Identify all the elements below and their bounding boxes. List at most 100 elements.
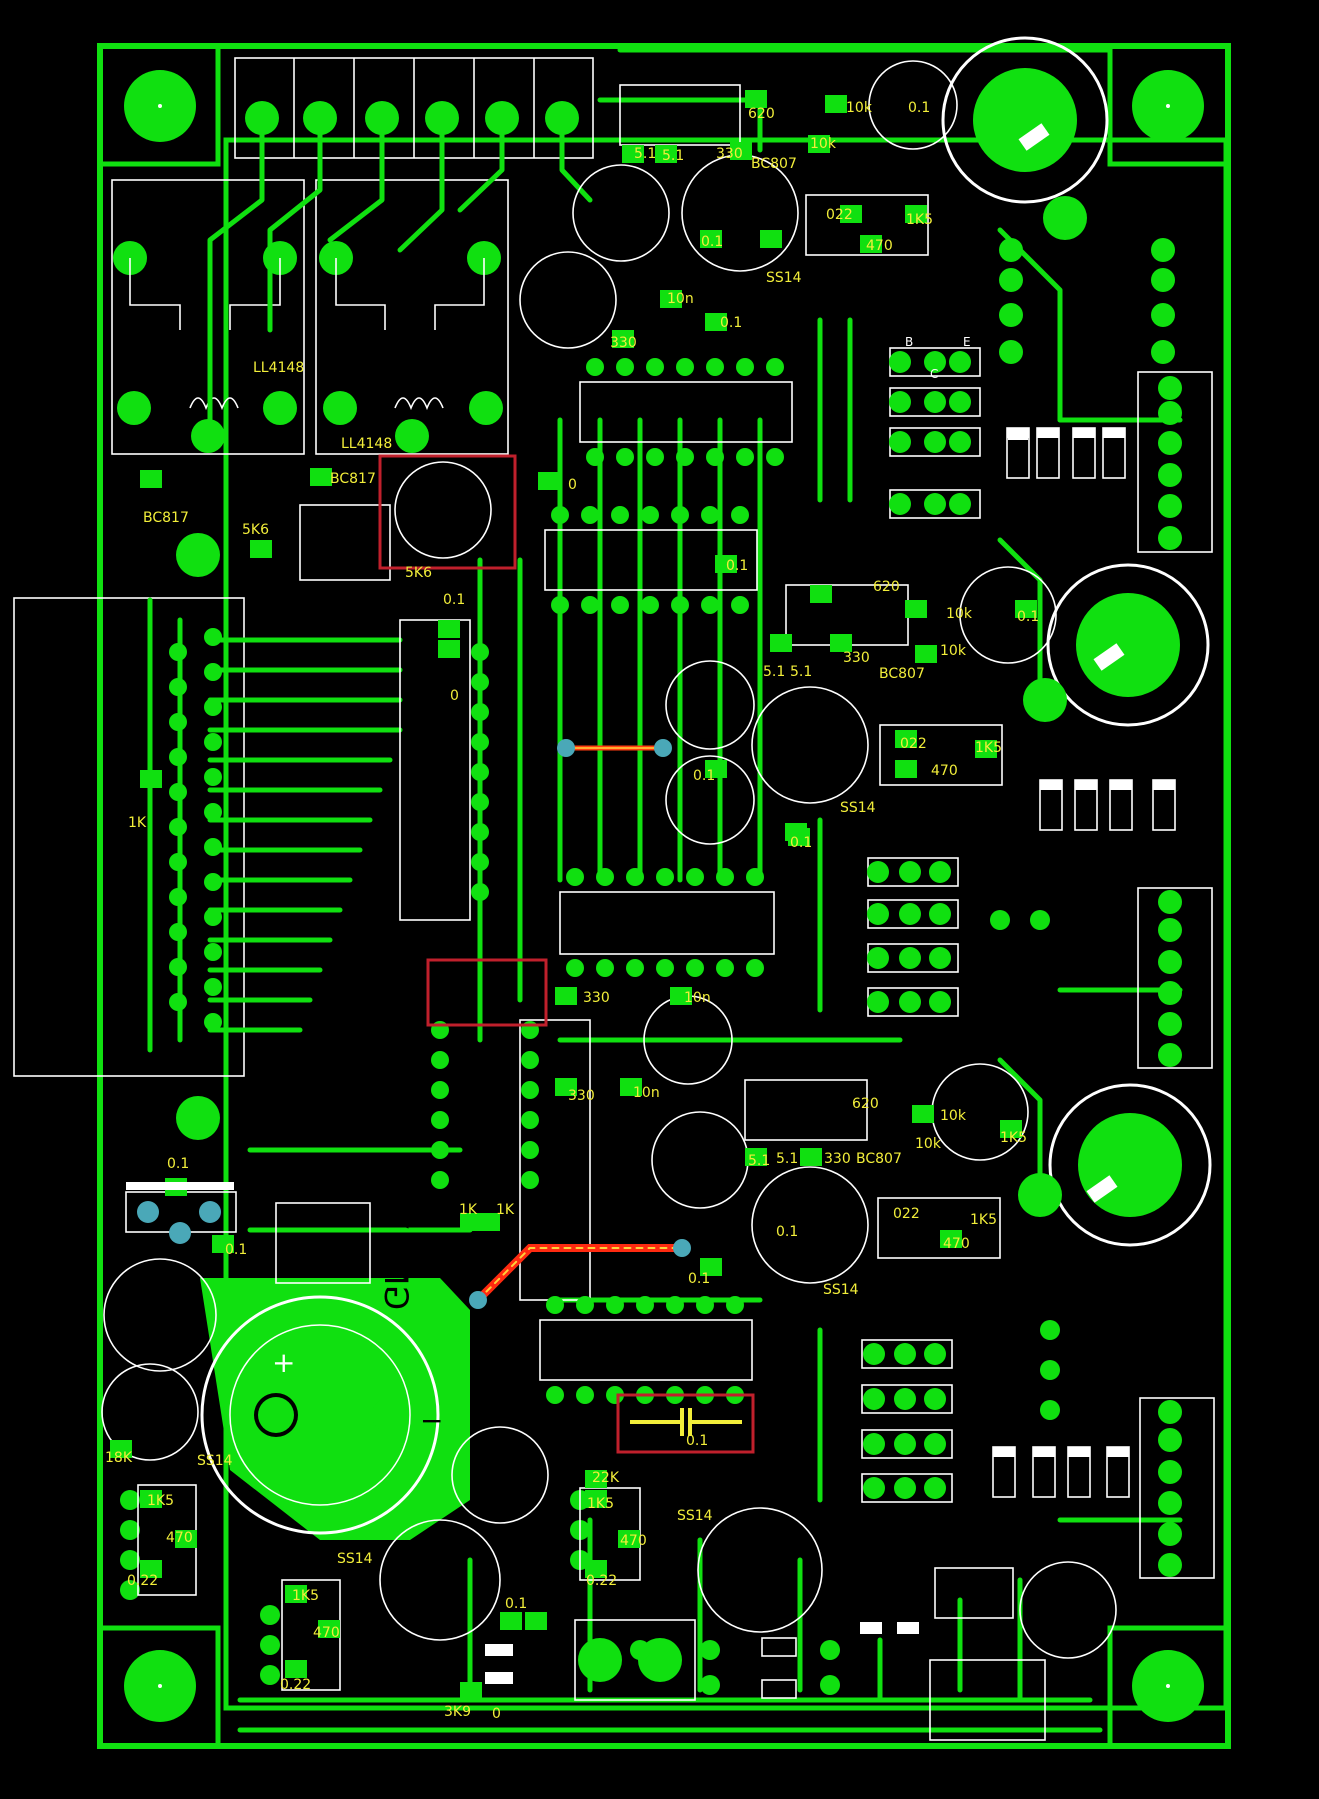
- label-c022-bl: 0.22: [127, 1573, 158, 1589]
- label-r51-mid-a: 5.1: [763, 664, 785, 680]
- label-r470-low: 470: [943, 1236, 970, 1252]
- label-c01-low-b: 0.1: [688, 1271, 710, 1287]
- label-d-ss14-bl: SS14: [197, 1453, 233, 1469]
- label-r620-low: 620: [852, 1096, 879, 1112]
- label-c01-top-c: 0.1: [720, 315, 742, 331]
- label-r620-top: 620: [748, 106, 775, 122]
- highlighted-capacitor: [630, 1408, 742, 1436]
- edge-connector-outline: [13, 597, 245, 1077]
- label-r470-bc: 470: [313, 1625, 340, 1641]
- label-r0-b: 0: [450, 688, 459, 704]
- label-c01-mid-d: 0.1: [693, 768, 715, 784]
- svg-text:−: −: [420, 1404, 443, 1437]
- label-r0-bottom: 0: [492, 1706, 501, 1722]
- pin-label-c: C: [930, 367, 938, 381]
- label-c01-bottom-b: 0.1: [505, 1596, 527, 1612]
- label-q-bc807-mid: BC807: [879, 666, 925, 682]
- label-c01-mid-c: 0.1: [1017, 609, 1039, 625]
- label-r620-mid: 620: [873, 579, 900, 595]
- label-c01-left-a: 0.1: [167, 1156, 189, 1172]
- label-r5k6-a: 5K6: [242, 522, 269, 538]
- label-c022-top: 022: [826, 207, 853, 223]
- highlight-boxes: [378, 454, 755, 1454]
- label-r1k5-mid: 1K5: [975, 740, 1002, 756]
- label-d-ss14-low: SS14: [823, 1282, 859, 1298]
- label-r1k-low-b: 1K: [496, 1202, 515, 1218]
- label-r1k-left: 1K: [128, 815, 147, 831]
- label-c10n-top: 10n: [667, 291, 694, 307]
- pin-label-e: E: [963, 335, 971, 349]
- highlight-traces: [137, 739, 691, 1309]
- label-c10n-low-b: 10n: [633, 1085, 660, 1101]
- label-c022-bc: 0.22: [280, 1677, 311, 1693]
- label-r1k5-br: 1K5: [587, 1496, 614, 1512]
- label-r330-low-c: 330: [824, 1151, 851, 1167]
- label-r51-top-a: 5.1: [634, 146, 656, 162]
- label-r1k5-bc: 1K5: [292, 1588, 319, 1604]
- label-r51-low-a: 5.1: [748, 1153, 770, 1169]
- misc-pads: [120, 196, 1175, 1695]
- label-c01-top-a: 0.1: [908, 100, 930, 116]
- label-d-ss14-br: SS14: [677, 1508, 713, 1524]
- svg-text:+: +: [272, 1346, 295, 1379]
- label-r470-bl: 470: [166, 1530, 193, 1546]
- label-q-bc807-top: BC807: [751, 156, 797, 172]
- label-r330-top-b: 330: [610, 335, 637, 351]
- mounting-holes: [97, 43, 1231, 1749]
- label-c01-left-b: 0.1: [225, 1242, 247, 1258]
- label-r5k6-b: 5K6: [405, 565, 432, 581]
- board-outline: [97, 43, 1231, 1749]
- label-q-bc817-a: BC817: [330, 471, 376, 487]
- label-r330-mid: 330: [843, 650, 870, 666]
- label-c01-mid-b: 0.1: [443, 592, 465, 608]
- label-q-bc807-low: BC807: [856, 1151, 902, 1167]
- label-r10k-mid-b: 10k: [940, 643, 967, 659]
- label-c10n-low-a: 10n: [684, 990, 711, 1006]
- label-r470-mid: 470: [931, 763, 958, 779]
- ic-pads: [169, 358, 784, 1404]
- label-r1k5-low-b: 1K5: [970, 1212, 997, 1228]
- label-d-ss14-bc: SS14: [337, 1551, 373, 1567]
- label-c01-mid-a: 0.1: [726, 558, 748, 574]
- label-r10k-top-a: 10k: [846, 100, 873, 116]
- label-r0-a: 0: [568, 477, 577, 493]
- label-r22k: 22K: [592, 1470, 620, 1486]
- stepper-fuse-rings: [941, 36, 1212, 1247]
- label-r1k5-low-a: 1K5: [1000, 1130, 1027, 1146]
- label-d-ll4148-a: LL4148: [253, 360, 304, 376]
- label-r1k5-top: 1K5: [906, 212, 933, 228]
- white-marked-parts: [126, 430, 1046, 1741]
- label-r470-top: 470: [866, 238, 893, 254]
- label-c022-low: 022: [893, 1206, 920, 1222]
- diode-arrays: [992, 427, 1176, 1498]
- label-r51-top-b: 5.1: [662, 148, 684, 164]
- relay-right: [315, 179, 509, 455]
- main-capacitor: + − GNC V1.2 by_Jet: [200, 1049, 470, 1540]
- label-c022-br: 0.22: [586, 1573, 617, 1589]
- label-r470-br: 470: [620, 1533, 647, 1549]
- label-c01-bottom-center: 0.1: [686, 1433, 708, 1449]
- label-r10k-mid-a: 10k: [946, 606, 973, 622]
- label-r51-low-b: 5.1: [776, 1151, 798, 1167]
- label-c022-mid: 022: [900, 736, 927, 752]
- label-r51-mid-b: 5.1: [790, 664, 812, 680]
- component-labels: 620 10k 0.1 5.1 5.1 330 10k BC807 022 1K…: [105, 100, 1039, 1722]
- label-q-bc817-b: BC817: [143, 510, 189, 526]
- label-r330-low-b: 330: [568, 1088, 595, 1104]
- label-c01-top-b: 0.1: [701, 234, 723, 250]
- label-r10k-low-b: 10k: [915, 1136, 942, 1152]
- pin-label-b: B: [905, 335, 913, 349]
- mirrored-silkscreen-text: GNC V1.2 by_Jet: [377, 1049, 415, 1310]
- label-d-ll4148-b: LL4148: [341, 436, 392, 452]
- smd-parts: [110, 84, 1037, 1701]
- label-c01-low-a: 0.1: [776, 1224, 798, 1240]
- label-d-ss14-mid: SS14: [840, 800, 876, 816]
- label-r10k-top-b: 10k: [810, 136, 837, 152]
- label-r3k9: 3K9: [444, 1704, 471, 1720]
- label-r330-low-a: 330: [583, 990, 610, 1006]
- label-d-ss14-top: SS14: [766, 270, 802, 286]
- right-connectors: [1137, 371, 1215, 1579]
- label-r330-top-a: 330: [716, 146, 743, 162]
